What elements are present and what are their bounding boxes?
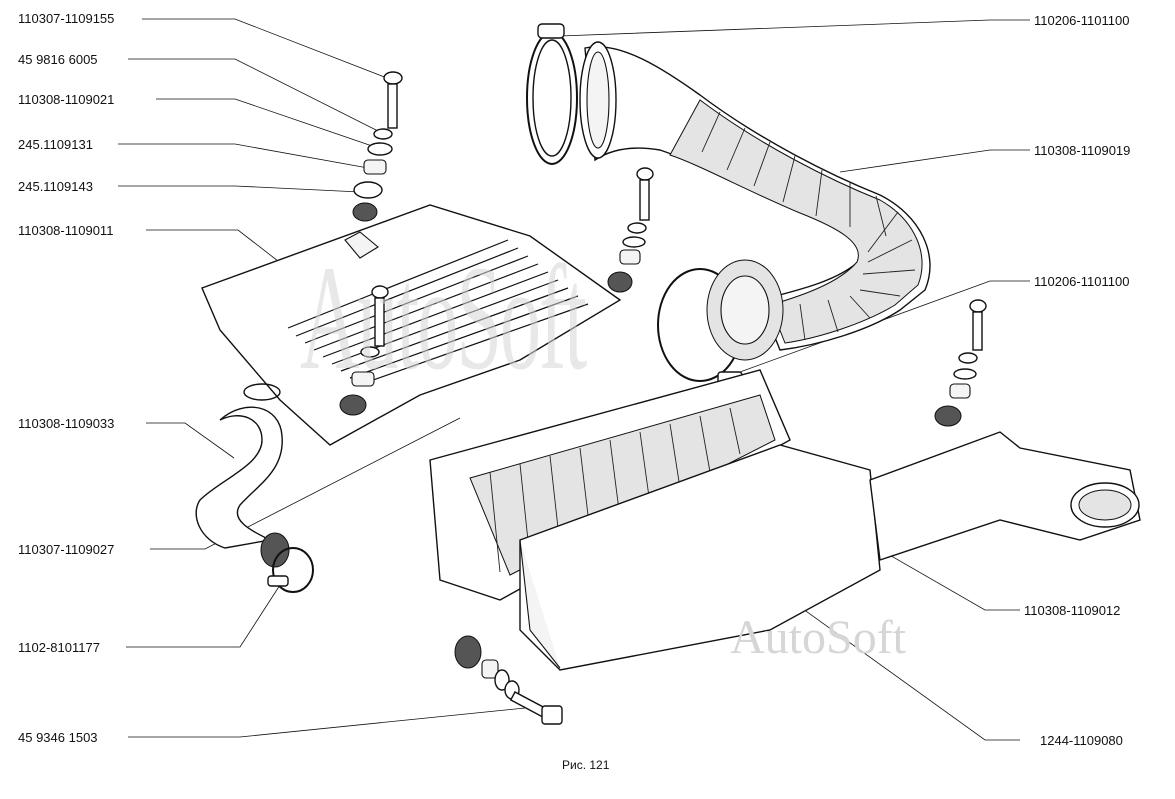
callout-label: 245.1109131 <box>18 137 93 152</box>
bolt-stack-bottom <box>454 635 563 725</box>
callout-label: 45 9816 6005 <box>18 52 98 67</box>
bolt-stack-right <box>934 299 987 427</box>
lower-clamp <box>657 259 784 385</box>
top-clamp <box>526 23 578 165</box>
filter-housing <box>519 431 1141 671</box>
callout-label: 110308-1109033 <box>18 416 115 431</box>
callout-label: 110307-1109027 <box>18 542 115 557</box>
callout-label: 110206-1101100 <box>1034 13 1130 28</box>
intake-hose <box>579 41 931 351</box>
bolt-stack-middle <box>339 167 654 416</box>
filter-cover <box>201 204 622 446</box>
intake-pipe <box>195 383 314 593</box>
callout-label: 45 9346 1503 <box>18 730 98 745</box>
callout-label: 110206-1101100 <box>1034 274 1130 289</box>
figure-caption: Рис. 121 <box>562 758 610 772</box>
callout-label: 1102-8101177 <box>18 640 100 655</box>
callout-label: 1244-1109080 <box>1040 733 1123 748</box>
callout-label: 110308-1109012 <box>1024 603 1121 618</box>
watermark-large: AutoSoft <box>300 235 587 401</box>
watermark-small: AutoSoft <box>730 611 907 664</box>
callout-label: 110307-1109155 <box>18 11 115 26</box>
callout-label: 110308-1109011 <box>18 223 114 238</box>
callout-label: 110308-1109019 <box>1034 143 1131 158</box>
callout-label: 110308-1109021 <box>18 92 115 107</box>
bolt-stack-left <box>352 71 403 222</box>
leader-lines-left <box>118 18 526 738</box>
callout-label: 245.1109143 <box>18 179 93 194</box>
